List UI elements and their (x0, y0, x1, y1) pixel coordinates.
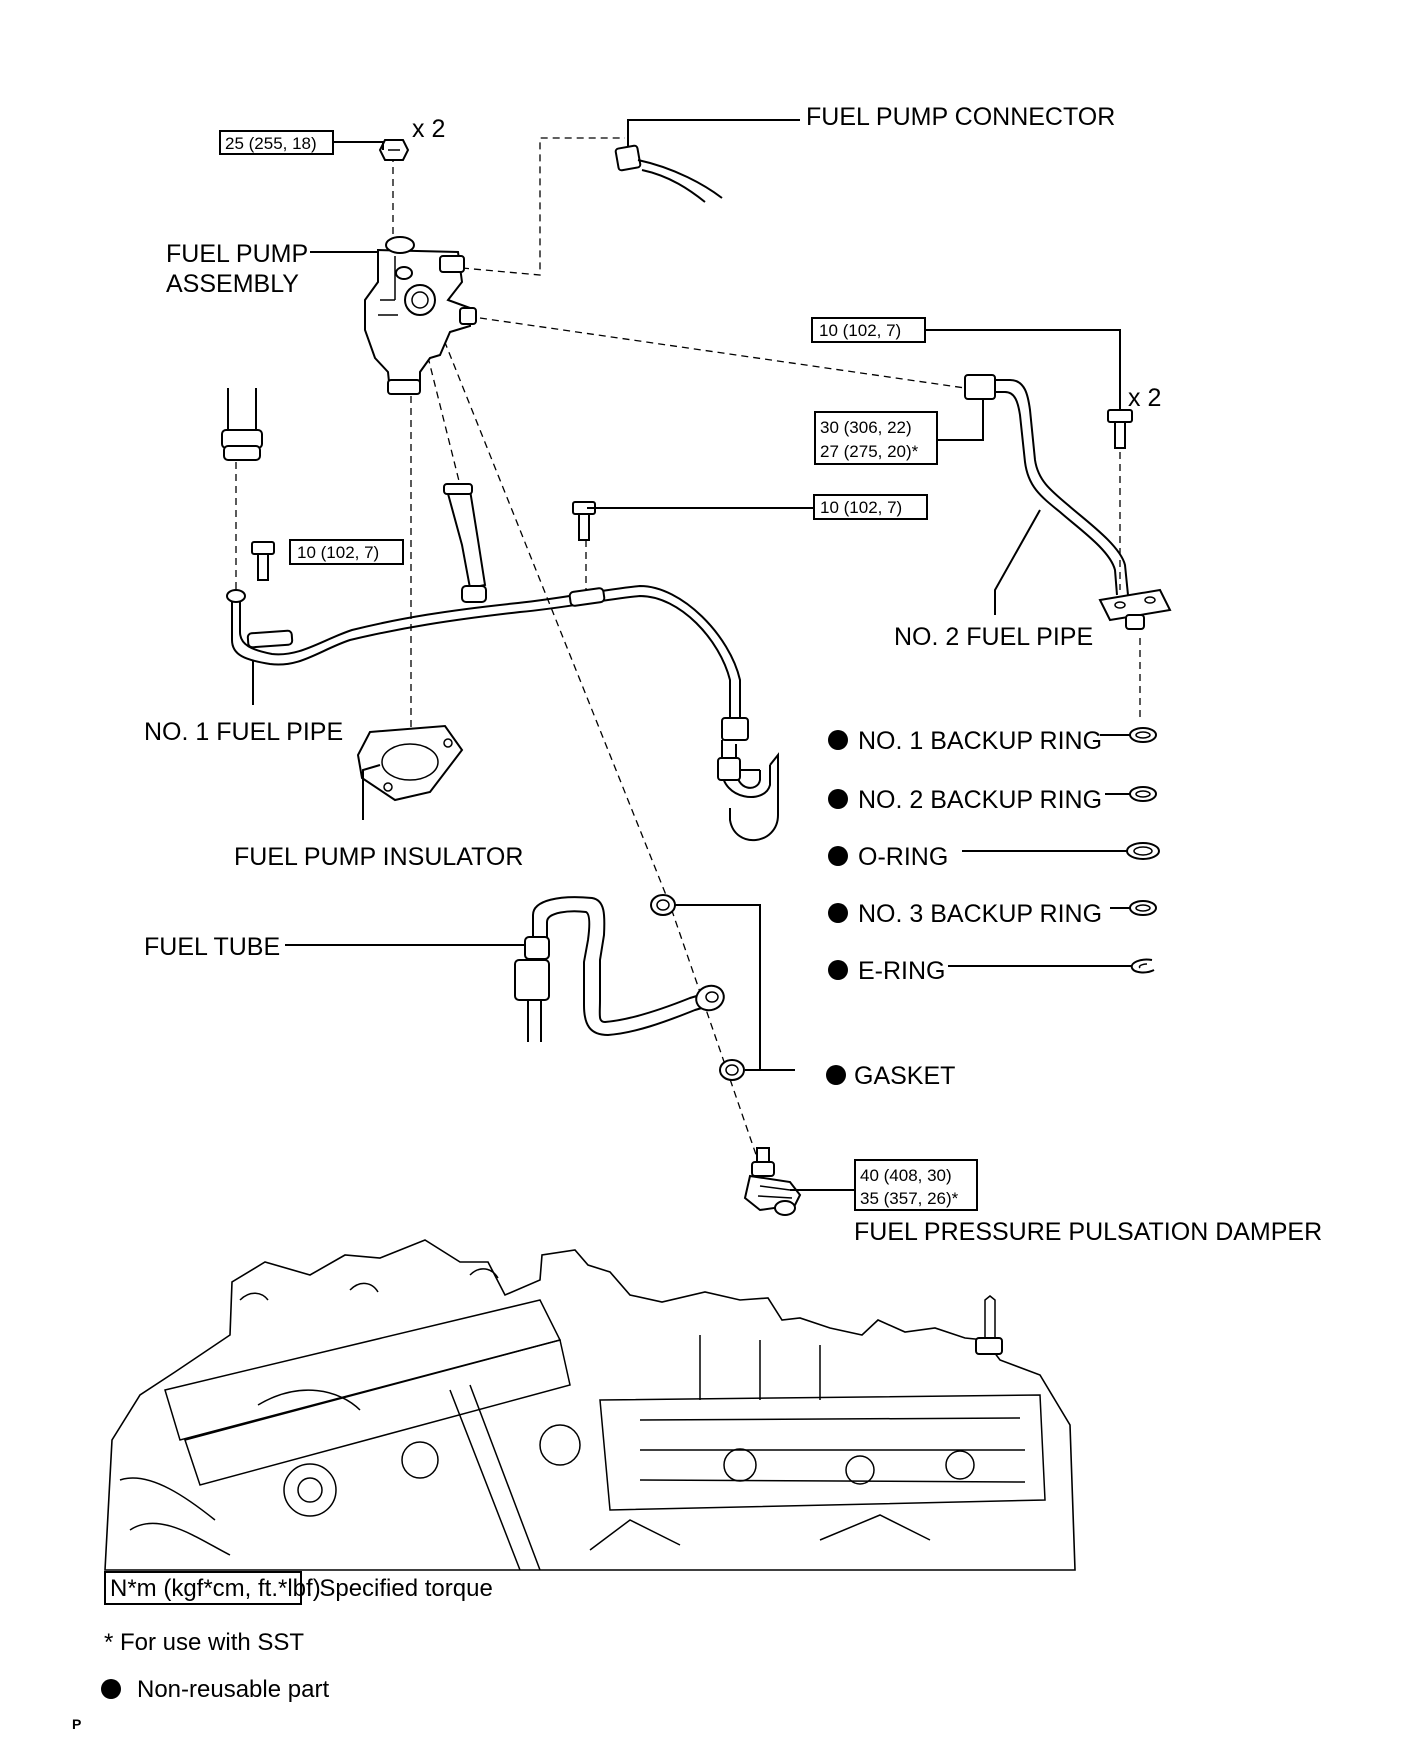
torque-value: 40 (408, 30) (860, 1166, 952, 1185)
label-fuel-pressure-pulsation-damper: FUEL PRESSURE PULSATION DAMPER (854, 1218, 1322, 1246)
engine-outline (104, 1239, 1076, 1571)
bolt-icon (251, 541, 275, 581)
legend-sst-note: * For use with SST (104, 1629, 304, 1656)
fuel-pump-assembly (364, 236, 477, 395)
legend-non-reusable: Non-reusable part (137, 1676, 329, 1703)
label-fuel-pump-connector: FUEL PUMP CONNECTOR (806, 103, 1115, 131)
torque-box-pump-nut: 25 (255, 18) (219, 130, 334, 155)
o-ring-icon (1126, 842, 1160, 860)
ring-icon (1129, 900, 1157, 916)
fuel-pump-insulator (356, 724, 464, 802)
torque-value: 25 (255, 18) (225, 134, 317, 153)
label-fuel-pump-assembly: ASSEMBLY (166, 270, 299, 298)
torque-value: 10 (102, 7) (819, 321, 901, 340)
torque-box-pipe1-mid-bolt: 10 (102, 7) (813, 494, 928, 520)
non-reusable-bullet-icon (828, 730, 848, 750)
non-reusable-bullet-icon (828, 960, 848, 980)
quantity-label: x 2 (412, 115, 445, 143)
label-fuel-pump-assembly: FUEL PUMP (166, 240, 308, 268)
non-reusable-bullet-icon (826, 1065, 846, 1085)
label-gasket: GASKET (854, 1062, 955, 1090)
no2-fuel-pipe (964, 374, 1172, 630)
torque-value: 30 (306, 22) (820, 418, 912, 437)
legend: N*m (kgf*cm, ft.*lbf) : Specified torque… (101, 1571, 493, 1703)
non-reusable-bullet-icon (828, 846, 848, 866)
torque-box-pipe2-bolt: 10 (102, 7) (811, 317, 926, 343)
torque-box-pipe1-left-bolt: 10 (102, 7) (289, 539, 404, 565)
alignment-lines (235, 137, 1141, 1173)
fuel-pump-connector (614, 119, 800, 203)
non-reusable-bullet-icon (828, 789, 848, 809)
torque-value: 27 (275, 20)* (820, 442, 919, 461)
label-no1-fuel-pipe: NO. 1 FUEL PIPE (144, 718, 343, 746)
no1-fuel-pipe (226, 584, 779, 842)
legend-torque-unit: N*m (kgf*cm, ft.*lbf) (110, 1575, 321, 1602)
non-reusable-bullet-icon (828, 903, 848, 923)
footer-code: P (72, 1716, 81, 1732)
fuel-pressure-pulsation-damper (743, 1147, 802, 1216)
ring-icon (1129, 786, 1157, 802)
torque-box-damper: 40 (408, 30) 35 (357, 26)* (854, 1159, 978, 1211)
gasket-icon (719, 1059, 745, 1081)
label-fuel-pump-insulator: FUEL PUMP INSULATOR (234, 843, 523, 871)
e-ring-icon (1130, 958, 1155, 974)
torque-box-pipe2-union: 30 (306, 22) 27 (275, 20)* (814, 411, 938, 465)
fuel-pipe-stub-left (221, 388, 263, 461)
gasket-icon (650, 894, 676, 916)
legend-torque-desc: : Specified torque (306, 1575, 493, 1602)
ring-icon (1129, 727, 1157, 743)
non-reusable-bullet-icon (101, 1679, 121, 1699)
label-no1-backup-ring: NO. 1 BACKUP RING (858, 727, 1102, 755)
bolt-icon (1107, 409, 1133, 449)
label-fuel-tube: FUEL TUBE (144, 933, 280, 961)
label-no2-fuel-pipe: NO. 2 FUEL PIPE (894, 623, 1093, 651)
fuel-injector (443, 483, 487, 603)
label-e-ring: E-RING (858, 957, 946, 985)
label-no3-backup-ring: NO. 3 BACKUP RING (858, 900, 1102, 928)
torque-value: 10 (102, 7) (820, 498, 902, 517)
torque-value: 10 (102, 7) (297, 543, 379, 562)
fuel-tube (514, 896, 725, 1042)
torque-value: 35 (357, 26)* (860, 1189, 959, 1208)
label-no2-backup-ring: NO. 2 BACKUP RING (858, 786, 1102, 814)
pump-nut-icon (378, 139, 410, 161)
quantity-label: x 2 (1128, 384, 1161, 412)
label-o-ring: O-RING (858, 843, 948, 871)
